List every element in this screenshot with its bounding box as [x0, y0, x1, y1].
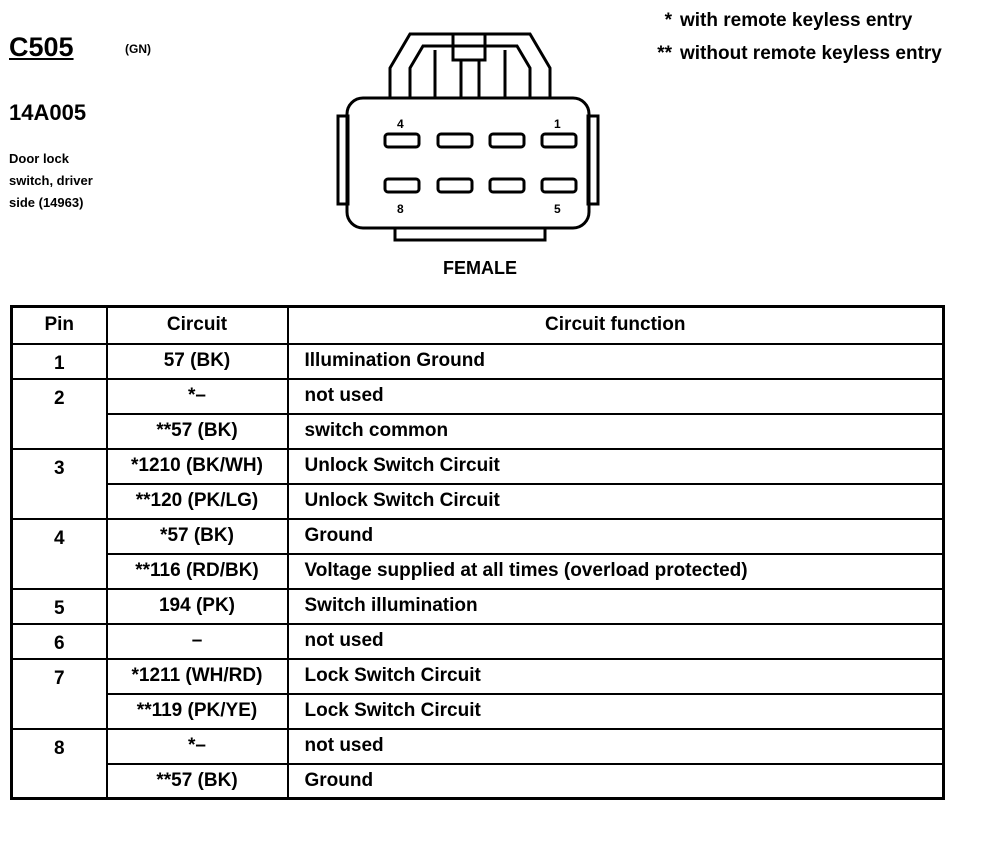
legend-text: without remote keyless entry [680, 43, 942, 64]
legend-mark: ** [657, 43, 672, 64]
table-row: 6 – not used [10, 622, 945, 660]
table-row: 3 *1210 (BK/WH) Unlock Switch Circuit [10, 447, 945, 520]
function-cell: Ground [286, 762, 945, 800]
table-row: 4 *57 (BK) Ground [10, 517, 945, 590]
column-header-circuit: Circuit [105, 305, 289, 345]
connector-rail [393, 228, 547, 242]
connector-latch [459, 58, 481, 100]
legend-text: with remote keyless entry [680, 10, 913, 31]
pin-cavity [436, 177, 474, 194]
pin-cell: 1 [10, 342, 108, 380]
circuit-cell: 57 (BK) [105, 342, 289, 380]
pin-cell: 8 [10, 727, 108, 800]
circuit-cell: *– [105, 727, 289, 765]
function-cell: Lock Switch Circuit [286, 657, 945, 695]
pin-cavity [383, 177, 421, 194]
connector-diagram: 4 1 8 5 [336, 32, 600, 242]
table-row: 7 *1211 (WH/RD) Lock Switch Circuit [10, 657, 945, 730]
function-cell: not used [286, 622, 945, 660]
pin-cavity [436, 132, 474, 149]
table-row: **116 (RD/BK) Voltage supplied at all ti… [12, 552, 945, 590]
table-row: **120 (PK/LG) Unlock Switch Circuit [12, 482, 945, 520]
circuit-cell: *1210 (BK/WH) [105, 447, 289, 485]
circuit-cell: **119 (PK/YE) [105, 692, 289, 730]
pin-cavity [540, 177, 578, 194]
pin-cavity [540, 132, 578, 149]
circuit-cell: **57 (BK) [105, 762, 289, 800]
wire-color: (GN) [125, 42, 151, 56]
function-cell: not used [286, 727, 945, 765]
table-row: 8 *– not used [10, 727, 945, 800]
table-row: 1 57 (BK) Illumination Ground [10, 342, 945, 380]
pin-cell: 7 [10, 657, 108, 730]
pin-number-label: 4 [397, 117, 404, 131]
pin-number-label: 8 [397, 202, 404, 216]
connector-ridge [336, 114, 350, 206]
column-header-function: Circuit function [286, 305, 945, 345]
pin-table: Pin Circuit Circuit function 1 57 (BK) I… [10, 305, 945, 800]
connector-description: Door lock switch, driver side (14963) [9, 148, 139, 214]
table-row: 2 *– not used [10, 377, 945, 450]
pin-cell: 3 [10, 447, 108, 520]
pin-cell: 6 [10, 622, 108, 660]
pin-cell: 4 [10, 517, 108, 590]
table-row: **57 (BK) switch common [12, 412, 945, 450]
function-cell: Switch illumination [286, 587, 945, 625]
circuit-cell: *1211 (WH/RD) [105, 657, 289, 695]
table-row: **57 (BK) Ground [12, 762, 945, 800]
table-header-row: Pin Circuit Circuit function [10, 305, 945, 345]
connector-latch [408, 44, 532, 98]
function-cell: Unlock Switch Circuit [286, 482, 945, 520]
legend-item: ** without remote keyless entry [612, 37, 942, 70]
circuit-cell: – [105, 622, 289, 660]
connector-latch [388, 32, 552, 98]
description-line: Door lock [9, 151, 69, 166]
description-line: side (14963) [9, 195, 84, 210]
circuit-cell: **116 (RD/BK) [105, 552, 289, 590]
circuit-cell: *– [105, 377, 289, 415]
circuit-cell: **120 (PK/LG) [105, 482, 289, 520]
pin-cavity [488, 177, 526, 194]
function-cell: Illumination Ground [286, 342, 945, 380]
function-cell: switch common [286, 412, 945, 450]
circuit-cell: **57 (BK) [105, 412, 289, 450]
connector-ridge [586, 114, 600, 206]
connector-id: C505 [9, 32, 74, 62]
pin-number-label: 1 [554, 117, 561, 131]
table-row: 5 194 (PK) Switch illumination [10, 587, 945, 625]
pin-cell: 5 [10, 587, 108, 625]
pin-number-label: 5 [554, 202, 561, 216]
pin-cell: 2 [10, 377, 108, 450]
legend-mark: * [664, 10, 672, 31]
circuit-cell: *57 (BK) [105, 517, 289, 555]
function-cell: Ground [286, 517, 945, 555]
pin-cavity [488, 132, 526, 149]
legend: * with remote keyless entry ** without rem… [612, 4, 942, 70]
connector-gender-label: FEMALE [443, 258, 517, 278]
pin-cavity [383, 132, 421, 149]
function-cell: not used [286, 377, 945, 415]
part-number: 14A005 [9, 100, 87, 125]
function-cell: Voltage supplied at all times (overload … [286, 552, 945, 590]
legend-item: * with remote keyless entry [612, 4, 942, 37]
description-line: switch, driver [9, 173, 93, 188]
circuit-cell: 194 (PK) [105, 587, 289, 625]
function-cell: Lock Switch Circuit [286, 692, 945, 730]
column-header-pin: Pin [10, 305, 108, 345]
function-cell: Unlock Switch Circuit [286, 447, 945, 485]
connector-body [345, 96, 591, 230]
table-row: **119 (PK/YE) Lock Switch Circuit [12, 692, 945, 730]
